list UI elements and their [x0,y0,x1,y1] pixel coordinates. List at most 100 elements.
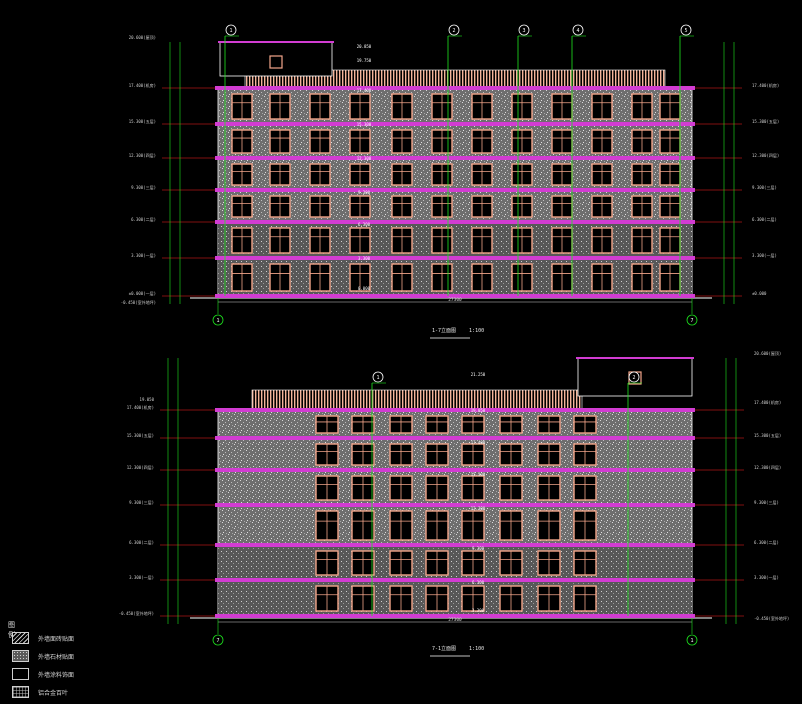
level-label: -0.450(室外地坪) [119,610,154,616]
callout-bubble [680,24,692,36]
overall-width: 27300 [448,297,462,303]
floor-band [215,436,695,440]
level-label: 6.300(二层) [131,216,156,222]
legend-label: 外墙涂料饰面 [38,672,75,679]
level-label: 15.300(五层) [127,432,154,438]
legend-label: 外墙面砖贴面 [38,636,75,643]
level-label: 17.400(机房) [754,399,781,405]
level-label: 9.300(三层) [129,499,154,505]
legend-item: 外墙石材贴面 [12,650,152,664]
callout-bubble [448,24,460,36]
callout-number: 3 [522,28,525,34]
level-label: 17.400(机房) [129,82,156,88]
floor-band [215,408,695,412]
callout-number: 2 [632,375,635,381]
level-label: 17.400(机房) [127,404,154,410]
level-label: 3.300(一层) [754,574,779,580]
level-label: 9.300(三层) [754,499,779,505]
axis-marker-right [686,634,698,646]
lower-scale-text: 1:100 [469,646,485,652]
legend-label: 铝合金百叶 [38,690,69,697]
level-label: 15.300(五层) [754,432,781,438]
callout-number: 1 [229,28,232,34]
lower-elevation-title: 7-1立面图 1:100 [432,645,484,652]
overall-width: 27300 [448,617,462,623]
axis-marker-left [212,314,224,326]
legend-swatch-hatch [12,632,29,644]
callout-bubble [225,24,237,36]
legend-swatch-solid [12,668,29,680]
floor-band [215,543,695,547]
elevation-note: 9.300 [472,546,485,551]
legend-label: 外墙石材贴面 [38,654,75,661]
axis-label: 1 [690,638,693,644]
elevation-note: 15.300 [471,472,486,477]
axis-label: 1 [216,318,219,324]
level-label: -0.450(室外地坪) [121,299,156,305]
elevation-note: 12.300 [471,506,486,511]
level-label: 20.600(屋顶) [754,350,781,356]
floor-band [215,188,695,192]
lower-elevation: 19.05017.400(机房)15.300(五层)12.300(四层)9.30… [119,350,789,657]
level-label: 6.300(二层) [129,539,154,545]
callout-number: 2 [452,28,455,34]
level-label: 3.300(一层) [752,252,777,258]
floor-band [215,294,695,298]
floor-band [215,220,695,224]
callout-bubble [628,371,640,383]
level-label: ±0.000 [752,291,767,296]
elevation-note: 12.300 [357,156,372,161]
level-label: 3.300(一层) [131,252,156,258]
level-label: 12.300(四层) [129,152,156,158]
legend-swatch-grid [12,686,29,698]
callout-bubble [518,24,530,36]
upper-scale-text: 1:100 [469,328,485,334]
elevation-note: 17.400 [357,88,372,93]
legend-item: 外墙涂料饰面 [12,668,152,682]
elevation-note: 19.750 [357,58,372,63]
legend-swatch-stipple [12,650,29,662]
level-label: 9.300(三层) [131,184,156,190]
level-label: -0.450(室外地坪) [754,615,789,621]
callout-bubble [372,371,384,383]
level-label: 15.300(五层) [752,118,779,124]
level-label: 9.300(三层) [752,184,777,190]
elevation-note: 21.250 [471,372,486,377]
lower-title-text: 7-1立面图 [432,646,457,652]
elevation-note: 6.300 [358,222,371,227]
elevation-note: 3.300 [472,608,485,613]
axis-marker-left [212,634,224,646]
floor-band [215,468,695,472]
callout-number: 1 [376,375,379,381]
elevation-note: 20.850 [357,44,372,49]
elevation-note: 6.300 [472,580,485,585]
level-label: 6.300(二层) [754,539,779,545]
floor-band [215,503,695,507]
callout-number: 5 [684,28,687,34]
level-label: 12.300(四层) [127,464,154,470]
floor-band [215,614,695,618]
level-label: ±0.000(一层) [129,290,156,296]
level-label: 6.300(二层) [752,216,777,222]
floor-band [215,578,695,582]
callout-number: 4 [576,28,579,34]
callout-bubble [572,24,584,36]
upper-elevation-title: 1-7立面图 1:100 [432,327,484,334]
elevation-note: 15.300 [357,122,372,127]
elevation-note: 9.300 [358,190,371,195]
floor-band [215,86,695,90]
upper-elevation: 20.600(屋顶)17.400(机房)15.300(五层)12.300(四层)… [121,24,779,339]
legend-item: 外墙面砖贴面 [12,632,152,646]
level-label: 17.400(机房) [752,82,779,88]
elevation-note: 3.300 [358,256,371,261]
elevation-note: 0.000 [358,286,371,291]
level-label: 15.300(五层) [129,118,156,124]
level-label: 3.300(一层) [129,574,154,580]
floor-band [215,122,695,126]
elevation-note: 17.400 [471,440,486,445]
axis-label: 7 [216,638,219,644]
machine-room-window [269,55,283,69]
level-label: 12.300(四层) [754,464,781,470]
